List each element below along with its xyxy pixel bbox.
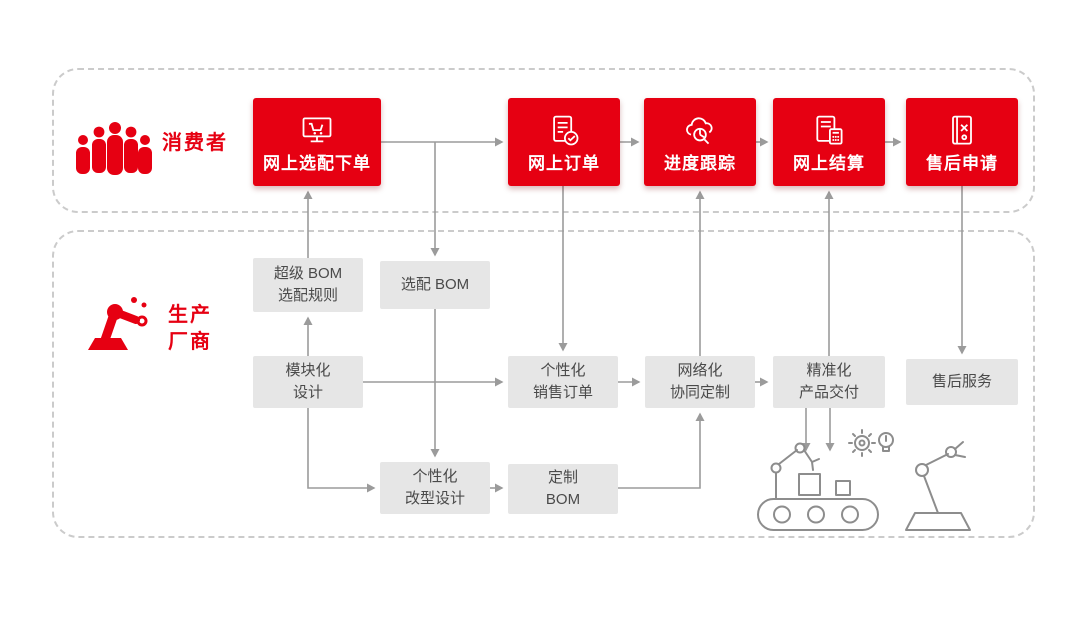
step-online-order: 网上订单: [508, 98, 620, 186]
step-aftersales-request: 售后申请: [906, 98, 1018, 186]
node-personalized-sales-order: 个性化 销售订单: [508, 356, 618, 408]
monitor-config-icon: [302, 117, 332, 142]
node-precise-product-delivery: 精准化 产品交付: [773, 356, 885, 408]
consumer-lane: [52, 68, 1035, 213]
step-label: 售后申请: [926, 153, 998, 173]
order-check-icon: [553, 115, 579, 145]
node-modular-design: 模块化 设计: [253, 356, 363, 408]
manufacturer-lane-label: 生产 厂商: [168, 304, 212, 353]
node-config-bom: 选配 BOM: [380, 261, 490, 309]
step-online-config-order: 网上选配下单: [253, 98, 381, 186]
step-progress-tracking: 进度跟踪: [644, 98, 756, 186]
progress-cloud-icon: [686, 116, 713, 144]
node-custom-bom: 定制 BOM: [508, 464, 618, 514]
step-label: 网上订单: [528, 153, 600, 173]
aftersales-manual-icon: [952, 115, 972, 144]
step-label: 进度跟踪: [664, 153, 736, 173]
robot-arm-icon: [88, 297, 148, 350]
node-super-bom-rules: 超级 BOM 选配规则: [253, 258, 363, 312]
step-online-settlement: 网上结算: [773, 98, 885, 186]
consumer-lane-label: 消费者: [162, 132, 228, 154]
node-personalized-redesign: 个性化 改型设计: [380, 462, 490, 514]
step-label: 网上选配下单: [263, 153, 371, 173]
step-label: 网上结算: [793, 153, 865, 173]
manufacturer-lane: [52, 230, 1035, 538]
settlement-calculator-icon: [816, 115, 843, 144]
consumers-icon: [76, 122, 152, 175]
node-networked-collab-custom: 网络化 协同定制: [645, 356, 755, 408]
node-aftersales-service: 售后服务: [906, 359, 1018, 405]
